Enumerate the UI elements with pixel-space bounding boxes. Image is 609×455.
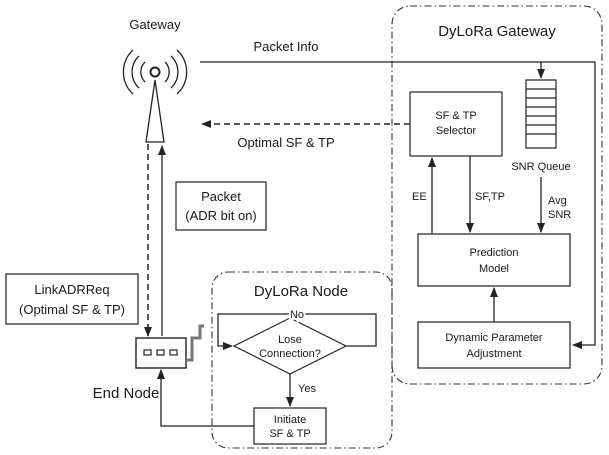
packet-info-label: Packet Info — [253, 39, 318, 54]
packet-adr-box — [175, 181, 267, 231]
initiate-sf-tp-box — [253, 407, 327, 445]
linkadrreq-line2: (Optimal SF & TP) — [19, 302, 125, 317]
prediction-model-line1: Prediction — [470, 247, 519, 259]
avg-label: Avg — [548, 195, 567, 207]
dylora-gateway-region — [391, 5, 603, 385]
end-node-label: End Node — [93, 385, 160, 402]
prediction-model-box — [417, 233, 571, 287]
linkadrreq-line1: LinkADRReq — [34, 282, 109, 297]
sf-tp-label: SF,TP — [475, 191, 505, 203]
initiate-line1: Initiate — [274, 414, 306, 426]
end-node-device-icon — [135, 324, 204, 369]
optimal-sf-tp-label: Optimal SF & TP — [237, 135, 334, 150]
lose-connection-decision — [232, 317, 348, 375]
dylora-node-title: DyLoRa Node — [254, 283, 348, 300]
prediction-model-line2: Model — [479, 263, 509, 275]
yes-label: Yes — [298, 383, 316, 395]
lose-line2: Connection? — [259, 348, 321, 360]
packet-line1: Packet — [201, 189, 241, 204]
lose-line1: Lose — [278, 334, 302, 346]
ee-label: EE — [412, 191, 427, 203]
gateway-antenna-icon — [122, 49, 188, 143]
no-loop-arrow — [217, 313, 377, 350]
sf-tp-selector-line1: SF & TP — [435, 110, 476, 122]
packet-info-line — [200, 61, 596, 349]
linkadrreq-box — [5, 273, 139, 325]
packet-line2: (ADR bit on) — [185, 208, 257, 223]
dynamic-parameter-line1: Dynamic Parameter — [445, 332, 543, 344]
gateway-label: Gateway — [129, 17, 181, 32]
dynamic-parameter-adjustment-box — [417, 321, 571, 369]
dylora-node-region — [211, 271, 393, 449]
dynamic-parameter-line2: Adjustment — [466, 348, 521, 360]
no-label: No — [290, 309, 304, 321]
snr-queue-box — [525, 79, 557, 149]
snr-queue-label: SNR Queue — [511, 161, 570, 173]
snr-label: SNR — [548, 209, 571, 221]
initiate-line2: SF & TP — [269, 428, 310, 440]
sf-tp-selector-box — [409, 91, 503, 157]
initiate-to-endnode-arrow — [157, 369, 254, 427]
sf-tp-selector-line2: Selector — [436, 125, 477, 137]
dylora-gateway-title: DyLoRa Gateway — [438, 23, 556, 40]
